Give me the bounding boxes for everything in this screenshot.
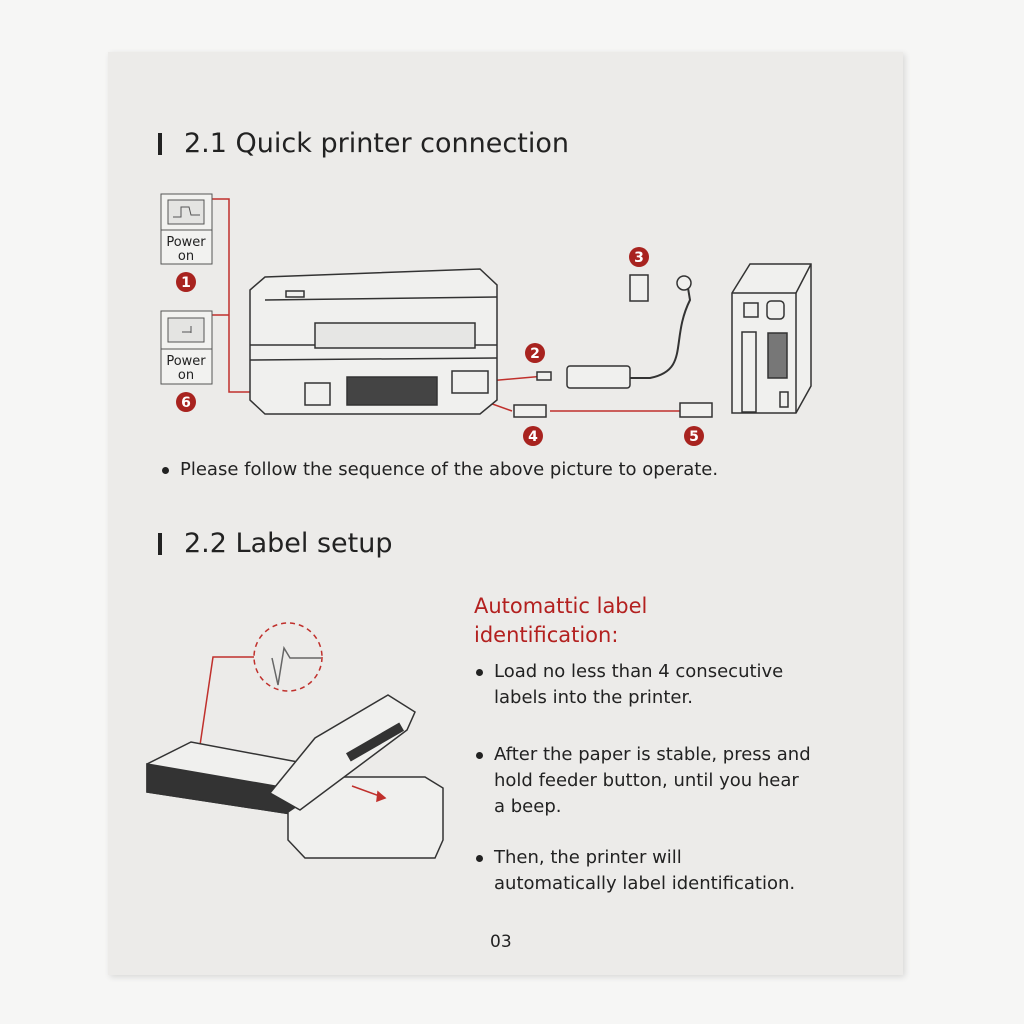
step-5-badge: 5 <box>684 426 704 446</box>
power-label-1b: on <box>178 249 194 264</box>
printer-illustration <box>249 268 498 415</box>
step-3-badge: 3 <box>629 247 649 267</box>
manual-page <box>108 52 903 975</box>
section-heading-quick-connection: 2.1 Quick printer connection <box>158 128 569 159</box>
power-on-box-1 <box>160 193 213 265</box>
label-setup-illustration <box>146 622 444 859</box>
power-adapter-cable <box>513 274 713 418</box>
title-line-2: identification: <box>474 623 619 647</box>
power-label-1a: Power <box>166 235 206 250</box>
step-6-badge: 6 <box>176 392 196 412</box>
bullet-line: automatically label identification. <box>494 873 796 894</box>
instruction-text: Please follow the sequence of the above … <box>180 459 719 480</box>
step-2-badge: 2 <box>525 343 545 363</box>
svg-text:4: 4 <box>528 429 538 445</box>
computer-tower-illustration <box>731 263 812 414</box>
svg-text:5: 5 <box>689 429 699 445</box>
power-label-6b: on <box>178 368 194 383</box>
svg-text:3: 3 <box>634 250 644 266</box>
bullet-line: hold feeder button, until you hear <box>494 770 799 791</box>
heading-text: 2.2 Label setup <box>184 528 393 559</box>
heading-text: 2.1 Quick printer connection <box>184 128 569 159</box>
step-1-badge: 1 <box>176 272 196 292</box>
label-bullet-1: Load no less than 4 consecutive labels i… <box>476 659 784 711</box>
bullet-line: After the paper is stable, press and <box>494 744 811 765</box>
page-number: 03 <box>490 932 512 952</box>
power-label-6a: Power <box>166 354 206 369</box>
label-bullet-3: Then, the printer will automatically lab… <box>476 845 796 897</box>
bullet-line: labels into the printer. <box>494 687 693 708</box>
bullet-line: Then, the printer will <box>494 847 682 868</box>
label-bullet-2: After the paper is stable, press and hol… <box>476 742 811 820</box>
title-line-1: Automattic label <box>474 594 648 618</box>
section-heading-label-setup: 2.2 Label setup <box>158 528 392 559</box>
instruction-bullet: Please follow the sequence of the above … <box>162 457 719 483</box>
svg-text:6: 6 <box>181 395 191 411</box>
step-4-badge: 4 <box>523 426 543 446</box>
step-badges: 1 2 3 4 5 6 <box>176 247 704 446</box>
auto-label-identification-title: Automattic label identification: <box>474 592 647 650</box>
svg-text:2: 2 <box>530 346 540 362</box>
bullet-line: a beep. <box>494 796 562 817</box>
svg-text:1: 1 <box>181 275 191 291</box>
power-on-box-6 <box>160 310 213 385</box>
bullet-line: Load no less than 4 consecutive <box>494 661 784 682</box>
